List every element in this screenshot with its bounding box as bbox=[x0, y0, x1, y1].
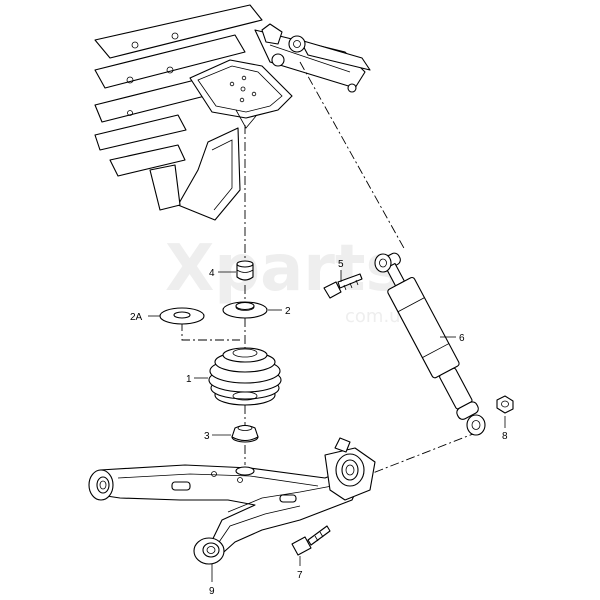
callout-7: 7 bbox=[297, 570, 303, 581]
shock-top-line bbox=[299, 61, 406, 251]
washer-2a-line bbox=[181, 322, 240, 341]
nut-8 bbox=[496, 395, 514, 414]
callout-8: 8 bbox=[502, 431, 508, 442]
watermark: Xparts com.ua bbox=[165, 232, 412, 327]
coil-spring bbox=[208, 347, 282, 406]
vehicle-frame bbox=[94, 4, 371, 221]
bolt-7 bbox=[291, 525, 331, 556]
callout-9: 9 bbox=[209, 586, 215, 597]
watermark-main: Xparts bbox=[165, 232, 404, 306]
trailing-arm bbox=[88, 437, 376, 565]
callout-2: 2 bbox=[285, 306, 291, 317]
washer-2a bbox=[159, 307, 205, 325]
bump-stop bbox=[236, 260, 254, 281]
callout-labels: 4 2 2A 1 3 5 6 8 7 9 bbox=[130, 259, 508, 597]
callout-6: 6 bbox=[459, 333, 465, 344]
callout-5: 5 bbox=[338, 259, 344, 270]
leader-lines bbox=[148, 270, 506, 582]
watermark-sub: com.ua bbox=[345, 306, 412, 327]
callout-3: 3 bbox=[204, 431, 210, 442]
shock-absorber bbox=[374, 252, 486, 436]
callout-2a: 2A bbox=[130, 312, 143, 323]
shock-bottom-line bbox=[359, 431, 479, 479]
spring-seat-lower bbox=[231, 424, 259, 443]
callout-1: 1 bbox=[186, 374, 192, 385]
bolt-5 bbox=[323, 273, 363, 299]
callout-4: 4 bbox=[209, 268, 215, 279]
spring-seat-upper bbox=[222, 301, 268, 319]
